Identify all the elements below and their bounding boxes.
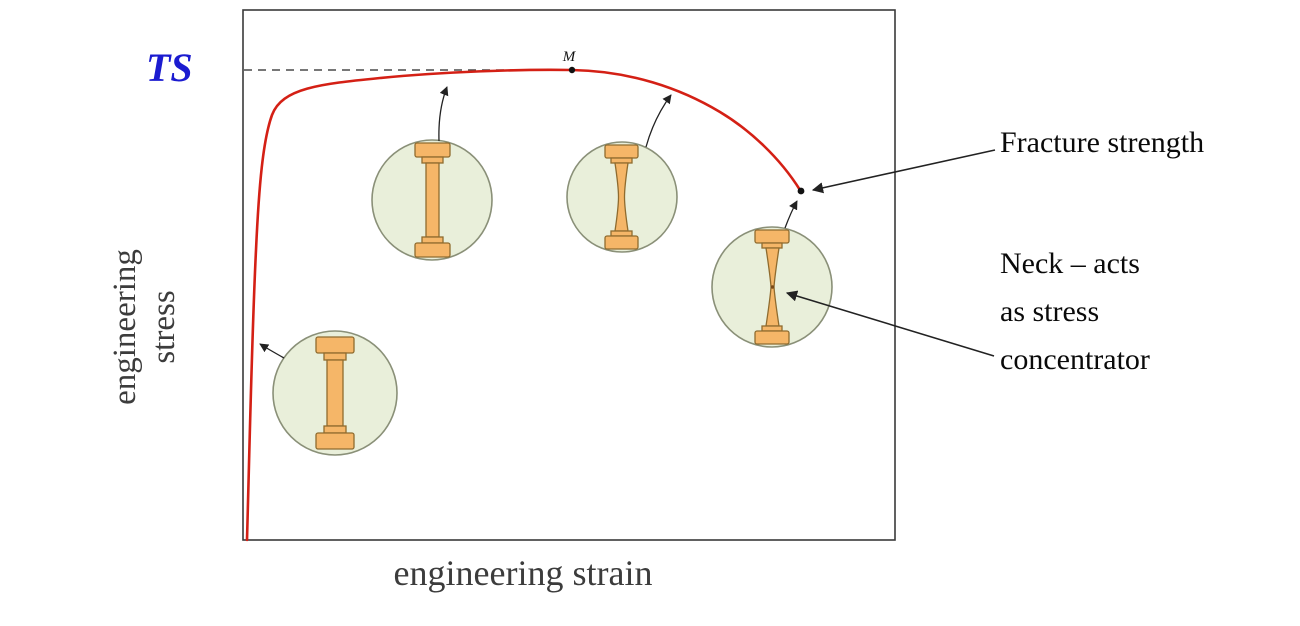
fracture-strength-label: Fracture strength xyxy=(1000,126,1205,159)
specimen-undeformed-icon xyxy=(315,336,355,450)
neck-annotation-line1: Neck – acts xyxy=(1000,247,1140,280)
peak-point-marker xyxy=(568,66,576,74)
neck-notch xyxy=(770,285,775,289)
neck-annotation-line3: concentrator xyxy=(1000,343,1150,376)
plot-border xyxy=(242,9,896,541)
ts-label: TS xyxy=(146,45,193,90)
y-axis-title: engineering stress xyxy=(106,195,184,459)
y-axis-title-line2: stress xyxy=(146,290,182,364)
neck-annotation-line2: as stress xyxy=(1000,295,1100,328)
stage3-pointer-arrow xyxy=(645,94,672,148)
y-axis-title-line1: engineering xyxy=(107,249,143,405)
x-axis-title: engineering strain xyxy=(393,553,653,593)
neck-annotation-arrow xyxy=(785,290,995,357)
fracture-annotation-arrow xyxy=(811,149,996,194)
peak-point-label: M xyxy=(562,49,577,65)
specimen-elongated-icon xyxy=(414,142,451,258)
fracture-point-marker xyxy=(797,187,805,195)
specimen-necking-onset-icon xyxy=(604,144,639,250)
specimen-necked-icon xyxy=(754,229,790,345)
neck-annotation-label: Neck – acts as stress concentrator xyxy=(1000,240,1150,384)
stress-strain-curve xyxy=(245,68,802,542)
stage1-pointer-arrow xyxy=(259,343,285,359)
stage4-pointer-arrow xyxy=(784,200,798,229)
stage2-pointer-arrow xyxy=(438,86,449,142)
